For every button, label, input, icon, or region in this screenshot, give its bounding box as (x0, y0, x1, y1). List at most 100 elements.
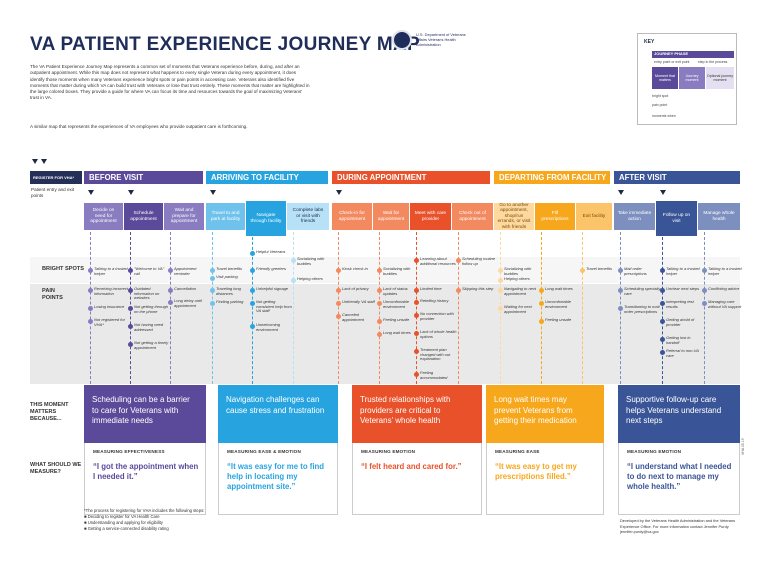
bright-spot-pin-icon (291, 278, 296, 283)
bright-spot-pin-icon (702, 268, 707, 273)
entry-arrow-icon (41, 159, 47, 164)
bright-spot-pin-icon (128, 268, 133, 273)
entry-marker-icon (128, 190, 134, 195)
pain-point: Losing insurance (94, 304, 125, 309)
pain-point: Receiving incorrect information (94, 286, 129, 296)
measure-heading: MEASURING EMOTION (361, 449, 416, 454)
measure-heading: MEASURING EFFECTIVENESS (93, 449, 165, 454)
pain-point: Feeling unsafe (545, 317, 572, 322)
pain-point: Feeling unsafe (383, 317, 410, 322)
step-line (293, 232, 294, 384)
step-line (662, 232, 663, 384)
key-journey-pin: moments when (652, 114, 676, 118)
key-box-moment: Moment that matters (652, 67, 678, 89)
pain-point: Long wait times (545, 286, 573, 291)
step-line (252, 232, 253, 384)
pain-point: Not having need addressed (134, 322, 164, 332)
step-box: Wait for appointment (373, 203, 409, 230)
measure-heading: MEASURING EASE (495, 449, 540, 454)
pain-point-pin-icon (336, 301, 341, 306)
pain-point-pin-icon (660, 319, 665, 324)
pain-point-pin-icon (88, 288, 93, 293)
pain-point: Uncomfortable environment (383, 299, 410, 309)
footnote: *The process for registering for VHA inc… (84, 508, 274, 532)
bright-spot: Kiosk check-in (342, 266, 368, 271)
developer-note: Developed by the Veterans Health Adminis… (620, 518, 736, 534)
step-box: Check out of appointment (452, 203, 493, 230)
pain-point-pin-icon (88, 306, 93, 311)
pain-point: Lack of privacy (342, 286, 369, 291)
footnote-item: ■ Getting a service-connected disability… (84, 526, 169, 531)
pain-point: Transitioning to mail order prescription… (624, 304, 660, 314)
phase-1: ARRIVING TO FACILITY (206, 171, 328, 184)
pain-point-pin-icon (377, 301, 382, 306)
bright-spot-pin-icon (377, 268, 382, 273)
pain-point-pin-icon (168, 300, 173, 305)
step-line (379, 232, 380, 384)
phase-0: BEFORE VISIT (84, 171, 203, 184)
pain-point-pin-icon (377, 288, 382, 293)
bright-spot-pin-icon (414, 258, 419, 263)
bright-spot: Talking to a trusted helper (708, 266, 742, 276)
pain-point-pin-icon (456, 288, 461, 293)
pain-point-pin-icon (128, 306, 133, 311)
pain-point-pin-icon (336, 314, 341, 319)
pain-point: Conflicting advice (708, 286, 740, 291)
pain-point: Interpreting test results (666, 299, 694, 309)
step-box: Take immediate action (614, 203, 655, 230)
intro-text: The VA Patient Experience Journey Map re… (30, 64, 310, 101)
pain-point-pin-icon (377, 319, 382, 324)
moment-box: Supportive follow-up care helps Veterans… (618, 385, 740, 443)
measure-box: MEASURING EASE“It was easy to get my pre… (486, 443, 604, 515)
pain-point: Unwelcoming environment (256, 322, 281, 332)
moments-label: THIS MOMENT MATTERS BECAUSE... (30, 402, 69, 422)
entry-marker-icon (618, 190, 624, 195)
pain-point: Canceled appointment (342, 312, 365, 322)
pain-point: Referral to non-VA care (666, 348, 699, 358)
pain-point: Waiting for next appointment (504, 304, 532, 314)
pain-point-pin-icon (414, 349, 419, 354)
pain-point-pin-icon (702, 288, 707, 293)
pain-point: Feeling accommodated (420, 370, 448, 380)
bright-spot-pin-icon (250, 268, 255, 273)
key-legend: KEY JOURNEY PHASE entry point or exit po… (637, 33, 737, 125)
phase-2: DURING APPOINTMENT (332, 171, 490, 184)
pain-point: Scheduling specialty care (624, 286, 661, 296)
doc-code: VHA 05.19 (741, 438, 745, 455)
step-box: Check-in for appointment (332, 203, 372, 230)
pain-point-pin-icon (250, 324, 255, 329)
pain-point-pin-icon (414, 300, 419, 305)
page-title: VA PATIENT EXPERIENCE JOURNEY MAP (30, 34, 420, 55)
pain-points-band (30, 284, 740, 384)
entry-marker-icon (88, 190, 94, 195)
bright-spot: Socializing with buddies (297, 256, 325, 266)
pain-point: Uncomfortable environment (545, 299, 572, 309)
pain-point: Skipping this step (462, 286, 494, 291)
pain-point: Long wait times (383, 330, 411, 335)
entry-marker-icon (210, 190, 216, 195)
step-box: Decide on need for appointment (84, 203, 123, 230)
phase-3: DEPARTING FROM FACILITY (494, 171, 610, 184)
bright-spot-pin-icon (168, 268, 173, 273)
moment-box: Scheduling can be a barrier to care for … (84, 385, 206, 443)
pain-point-pin-icon (210, 301, 215, 306)
pain-point-pin-icon (660, 337, 665, 342)
pain-point-pin-icon (250, 288, 255, 293)
register-label: REGISTER FOR VHA* (30, 171, 82, 184)
pain-point-pin-icon (618, 288, 623, 293)
pain-point-pin-icon (250, 301, 255, 306)
va-logo-text: U.S. Department of Veterans Affairs Vete… (416, 32, 466, 47)
pain-point: Lack of whole health options (420, 329, 457, 339)
pain-point-pin-icon (414, 372, 419, 377)
measure-quote: “I felt heard and cared for.” (361, 462, 462, 471)
pain-point-pin-icon (414, 313, 419, 318)
step-box: Travel to and park at facility (206, 203, 245, 230)
pain-point: Limited time (420, 286, 442, 291)
bright-spot-pin-icon (210, 276, 215, 281)
pain-point: Not getting through on the phone (134, 304, 169, 314)
step-line (541, 232, 542, 384)
bright-spot-pin-icon (88, 268, 93, 273)
bright-spot: Friendly greeters (256, 266, 287, 271)
footnote-head: *The process for registering for VHA inc… (84, 508, 205, 513)
phase-4: AFTER VISIT (614, 171, 740, 184)
